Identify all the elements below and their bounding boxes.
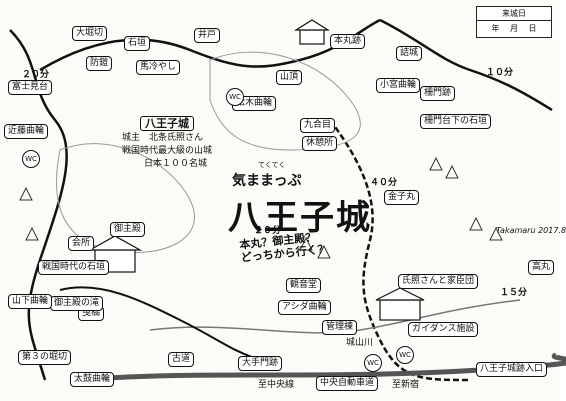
stamp-date: 年 月 日	[491, 24, 537, 33]
label-fujimidai: 富士見台	[8, 80, 53, 95]
toilet-icon: WC	[22, 150, 40, 168]
building-honmaru	[293, 19, 331, 45]
label-kanekomaru: 金子丸	[384, 190, 420, 205]
label-sengoku-ishigaki: 戦国時代の石垣	[38, 260, 110, 275]
title-ruby: てくてく	[258, 161, 286, 169]
label-kondo: 近藤曲輪	[4, 124, 49, 139]
trail-west-ridge	[9, 29, 68, 381]
label-kanrito: 管理棟	[322, 320, 358, 335]
label-sancho: 山頂	[276, 70, 303, 85]
label-goshuden: 御主殿	[110, 222, 146, 237]
label-ujiteru: 氏照さんと家臣団	[398, 274, 479, 289]
label-ido: 井戸	[194, 28, 221, 43]
intro-line: 城主 北条氏照さん	[122, 133, 204, 143]
visit-stamp-box: 来城日 年 月 日	[476, 6, 552, 38]
label-guidance: ガイダンス施設	[408, 322, 479, 337]
label-taiko: 太鼓曲輪	[70, 372, 115, 387]
label-ashida: アシダ曲輪	[278, 300, 331, 315]
toilet-icon: WC	[396, 346, 414, 364]
label-bogai: 防鎧	[86, 56, 113, 71]
label-shiroyamagawa: 城山川	[346, 338, 374, 348]
time-marker: ２０分	[22, 70, 50, 80]
label-takamaru: 高丸	[528, 260, 555, 275]
building-guidance	[375, 287, 425, 321]
label-sakumon-ishigaki: 柵門台下の石垣	[420, 114, 492, 129]
label-honmaru: 本丸跡	[330, 34, 366, 49]
time-marker: １５分	[500, 288, 528, 298]
hill-outline-2	[56, 143, 196, 254]
label-ishigaki: 石垣	[124, 36, 151, 51]
label-kannondo: 観音堂	[286, 278, 322, 293]
label-komiya: 小宮曲輪	[376, 78, 421, 93]
intro-line: 戦国時代最大級の山城	[122, 146, 213, 156]
toilet-icon: WC	[226, 88, 244, 106]
stamp-title: 来城日	[477, 7, 551, 21]
time-marker: ２０分	[254, 226, 282, 236]
label-yamashita: 山下曲輪	[8, 294, 53, 309]
label-otemon: 大手門跡	[238, 356, 283, 371]
label-tsumejo: 詰城	[396, 46, 423, 61]
toilet-icon: WC	[364, 354, 382, 372]
label-to-chuo: 至中央線	[258, 380, 295, 390]
label-third-horikiri: 第３の堀切	[18, 350, 72, 365]
label-kyugome: 九合目	[300, 118, 336, 133]
label-entrance: 八王子城跡入口	[476, 362, 548, 377]
label-umahiyashi: 馬冷やし	[136, 60, 181, 75]
label-rest-area: 休憩所	[302, 136, 338, 151]
trail-east	[379, 18, 553, 112]
intro-heading: 八王子城	[140, 116, 194, 131]
hill-outline	[209, 51, 361, 151]
label-to-shinjuku: 至新宿	[392, 380, 420, 390]
label-kaisho: 会所	[68, 236, 95, 251]
label-ohorikiri: 大堀切	[72, 26, 108, 41]
tree-marks	[19, 156, 503, 259]
map-subtitle: 気ままっぷ	[232, 173, 302, 189]
time-marker: ４０分	[370, 178, 398, 188]
intro-line: 日本１００名城	[144, 159, 208, 169]
label-furumichi: 古道	[168, 352, 195, 367]
castle-intro: 八王子城 城主 北条氏照さん 戦国時代最大級の山城 日本１００名城	[122, 116, 212, 171]
trail-goshuden	[59, 286, 261, 361]
river	[149, 299, 521, 334]
label-sakumon: 柵門跡	[420, 86, 456, 101]
signature: Takamaru 2017.8	[496, 226, 566, 235]
map-title: 八王子城	[228, 198, 372, 238]
label-chuo-expressway: 中央自動車道	[316, 376, 379, 391]
label-goshuden-falls: 御主殿の滝	[50, 296, 104, 311]
time-marker: １０分	[486, 68, 514, 78]
